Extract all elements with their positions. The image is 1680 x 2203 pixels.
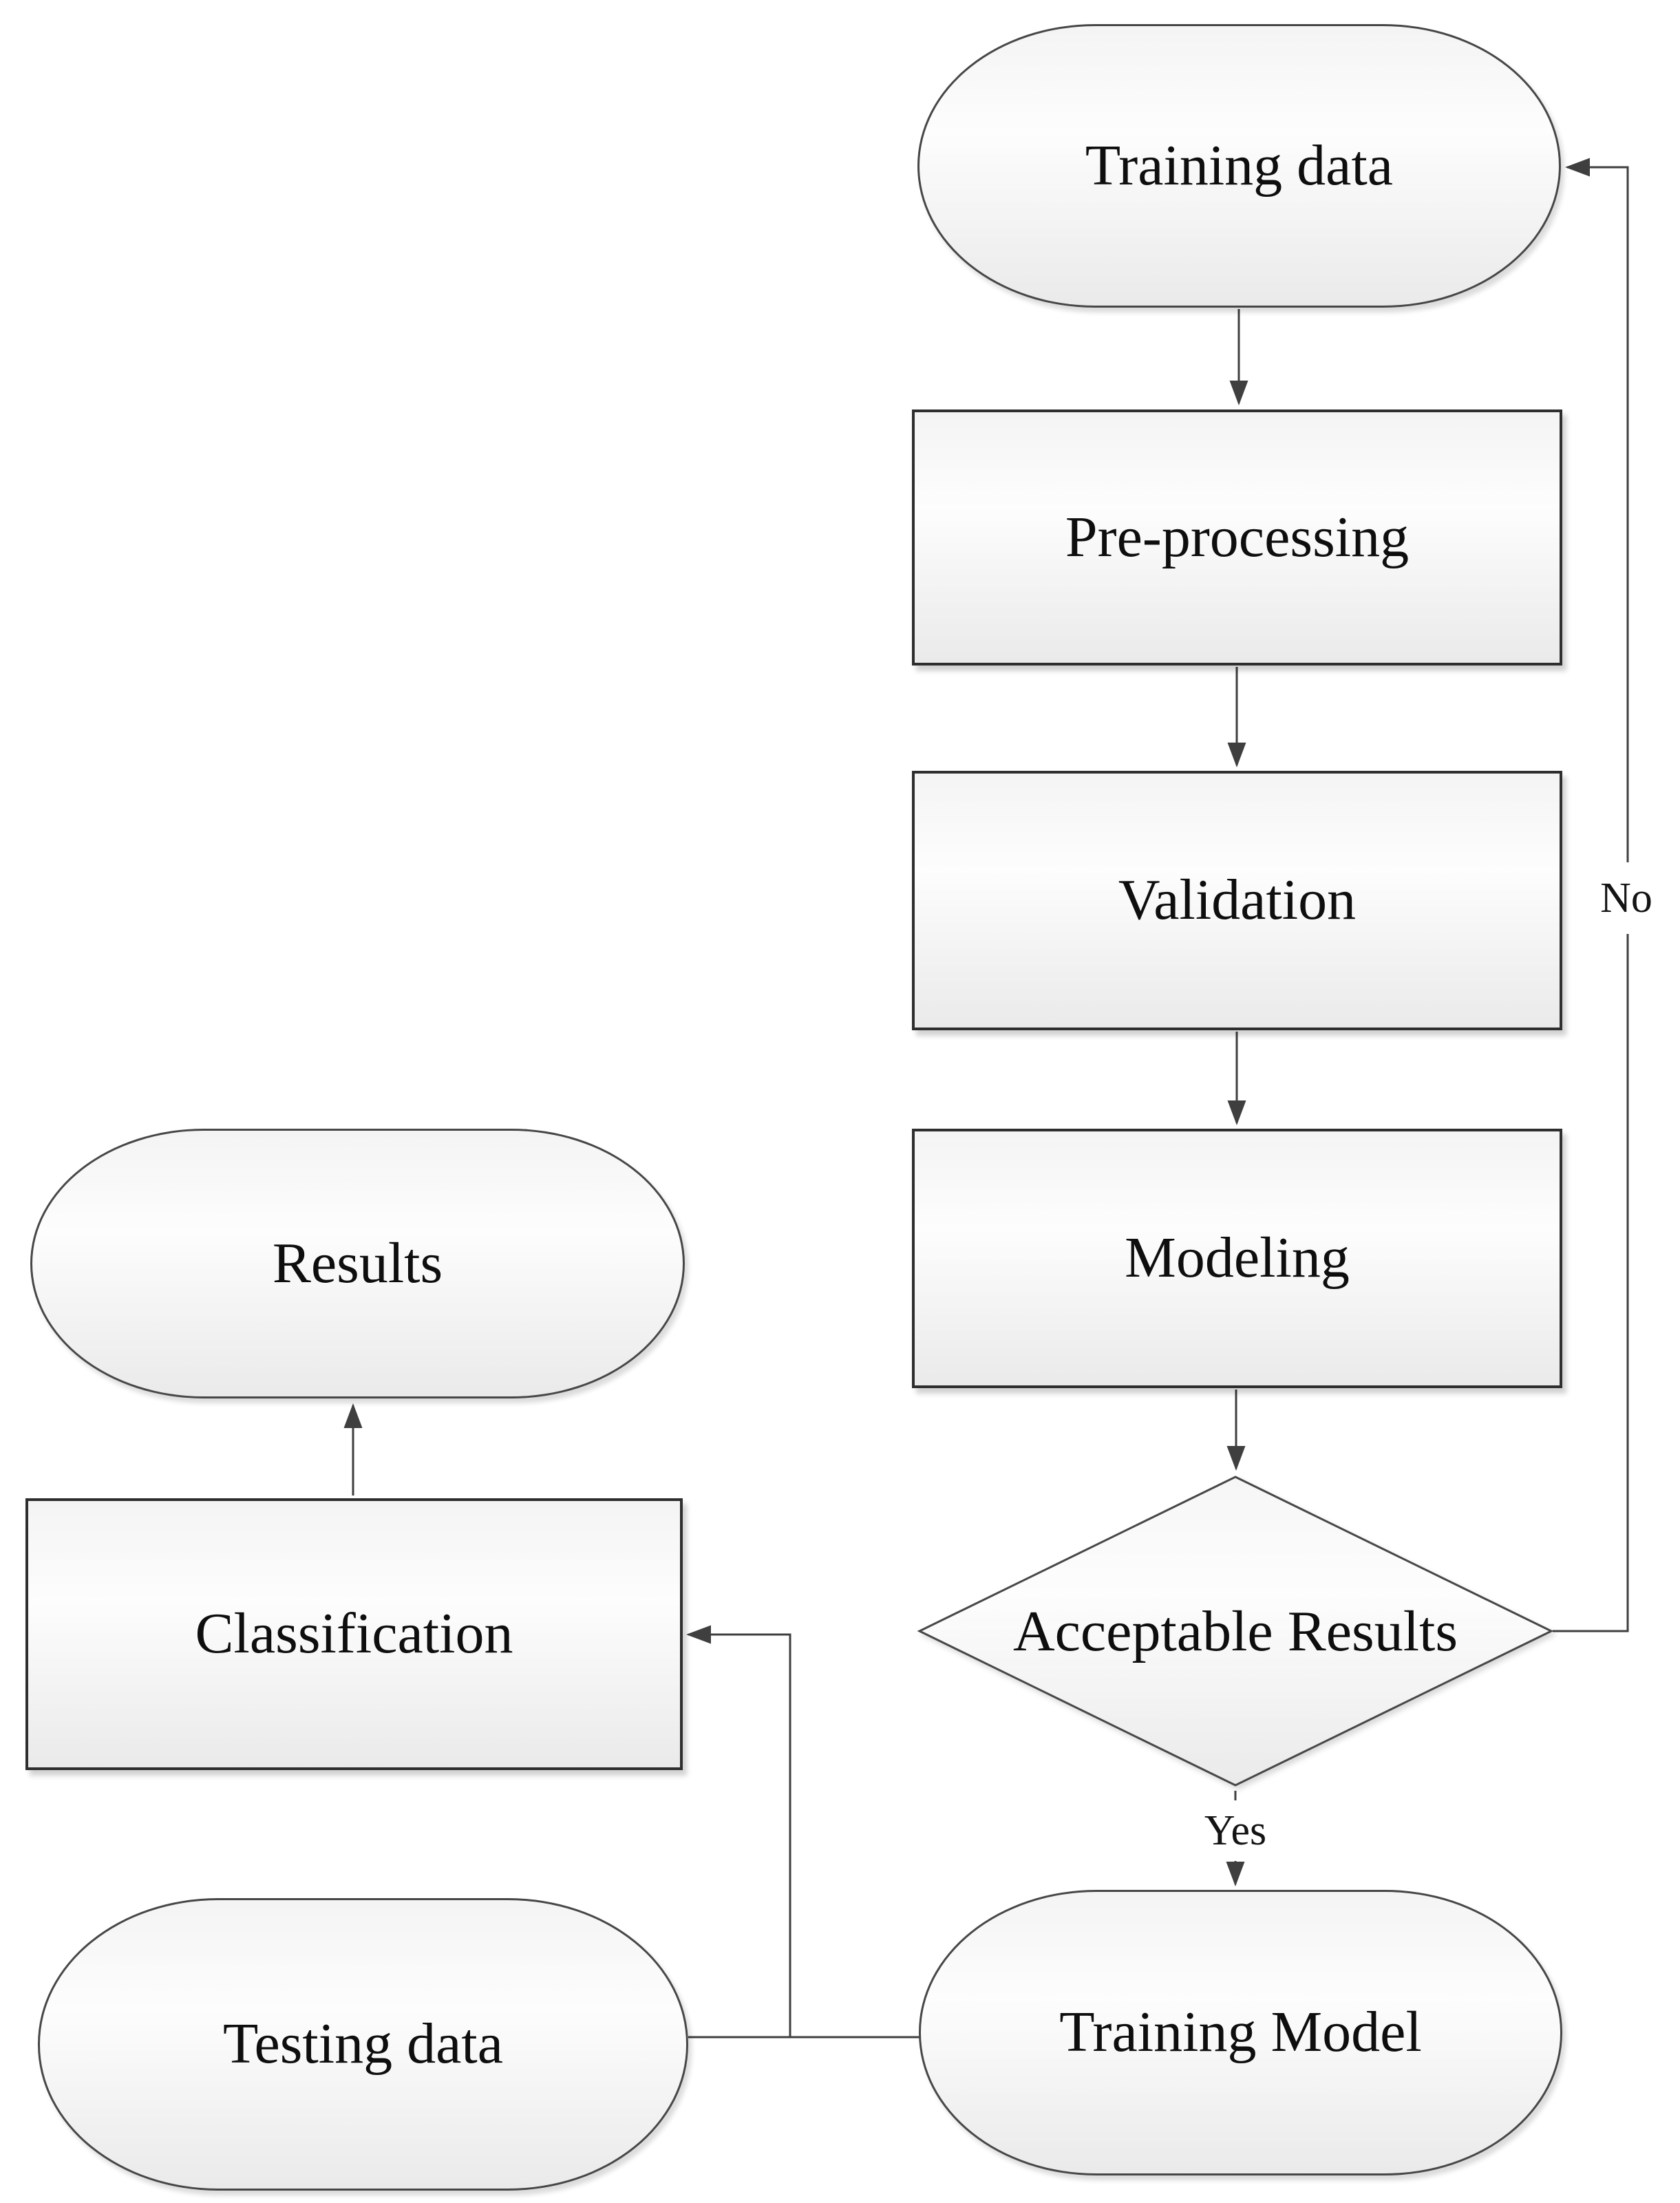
node-pre-processing: Pre-processing bbox=[912, 409, 1562, 666]
node-training-model-label: Training Model bbox=[1059, 2000, 1422, 2065]
node-results: Results bbox=[30, 1129, 685, 1398]
node-modeling-label: Modeling bbox=[1125, 1226, 1350, 1290]
node-acceptable-results-label: Acceptable Results bbox=[1012, 1599, 1458, 1663]
node-validation: Validation bbox=[912, 771, 1562, 1030]
edge-label-yes: Yes bbox=[1182, 1800, 1288, 1861]
connector-testingdata-classification bbox=[686, 1625, 791, 2037]
node-training-model: Training Model bbox=[919, 1890, 1562, 2175]
node-training-data-label: Training data bbox=[1085, 133, 1394, 198]
node-training-data: Training data bbox=[917, 24, 1561, 308]
node-classification: Classification bbox=[25, 1498, 683, 1770]
edge-label-no-text: No bbox=[1600, 874, 1652, 922]
node-modeling: Modeling bbox=[912, 1129, 1562, 1388]
edge-label-yes-text: Yes bbox=[1204, 1807, 1267, 1854]
node-testing-data-label: Testing data bbox=[223, 2012, 503, 2076]
node-results-label: Results bbox=[272, 1231, 443, 1295]
node-pre-processing-label: Pre-processing bbox=[1065, 504, 1410, 569]
node-validation-label: Validation bbox=[1118, 868, 1357, 933]
edge-label-no: No bbox=[1583, 862, 1670, 934]
node-classification-label: Classification bbox=[195, 1601, 513, 1666]
node-testing-data: Testing data bbox=[38, 1898, 688, 2191]
node-acceptable-results: Acceptable Results bbox=[915, 1473, 1555, 1789]
decision-diamond-shape bbox=[917, 1476, 1554, 1787]
